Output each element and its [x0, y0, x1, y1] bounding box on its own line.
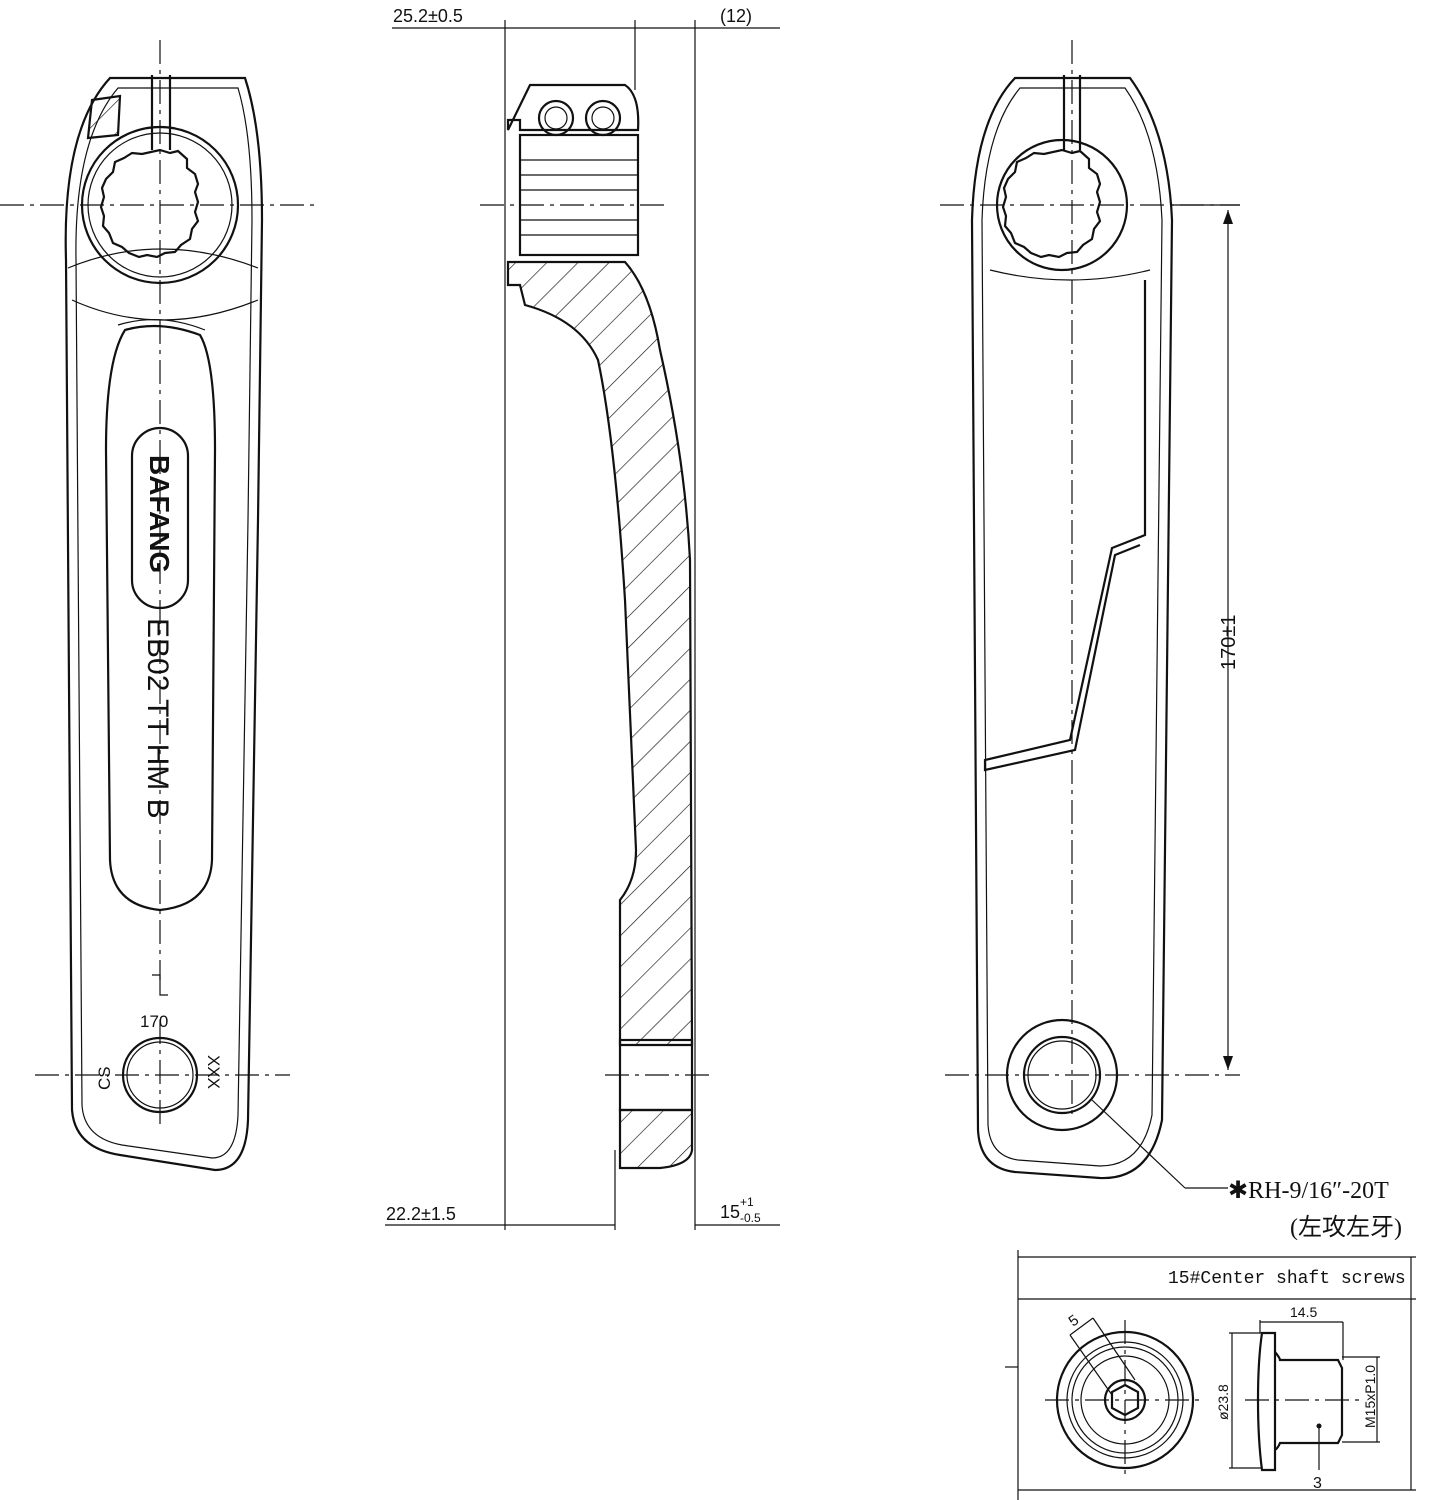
length-mark: 170: [140, 1012, 168, 1031]
model-label: EB02 TT HM B: [141, 618, 174, 819]
side-section-view: 25.2±0.5 (12) 22.2±1.5 15 +1 -0.5: [385, 6, 780, 1230]
thread-note: (左攻左牙): [1290, 1214, 1402, 1241]
rear-view-right-arm: 170±1 ✱RH-9/16″-20T (左攻左牙): [940, 40, 1402, 1241]
dim-15: 15: [720, 1202, 740, 1222]
screw-title: 15#Center shaft screws: [1168, 1269, 1406, 1289]
thread-size: M15xP1.0: [1362, 1365, 1378, 1428]
screw-length: 14.5: [1290, 1304, 1317, 1320]
dim-width-top: 25.2±0.5: [393, 6, 463, 26]
dim-length: 170±1: [1218, 615, 1240, 670]
cs-mark: CS: [95, 1066, 114, 1090]
xxx-mark: XXX: [204, 1055, 223, 1089]
front-view-left-arm: BAFANG EB02 TT HM B 170 CS XXX: [0, 40, 315, 1172]
brand-logo: BAFANG: [144, 455, 175, 573]
screw-detail-box: 15#Center shaft screws 5 14.5 ø23.8 M15x…: [1005, 1250, 1416, 1500]
dim-15-lower-tol: -0.5: [740, 1211, 761, 1225]
dim-12: (12): [720, 6, 752, 26]
screw-diameter: ø23.8: [1215, 1384, 1231, 1420]
dim-width-bottom: 22.2±1.5: [386, 1204, 456, 1224]
callout-3: 3: [1313, 1475, 1322, 1492]
dim-15-upper-tol: +1: [740, 1195, 754, 1209]
thread-spec: ✱RH-9/16″-20T: [1228, 1178, 1389, 1204]
